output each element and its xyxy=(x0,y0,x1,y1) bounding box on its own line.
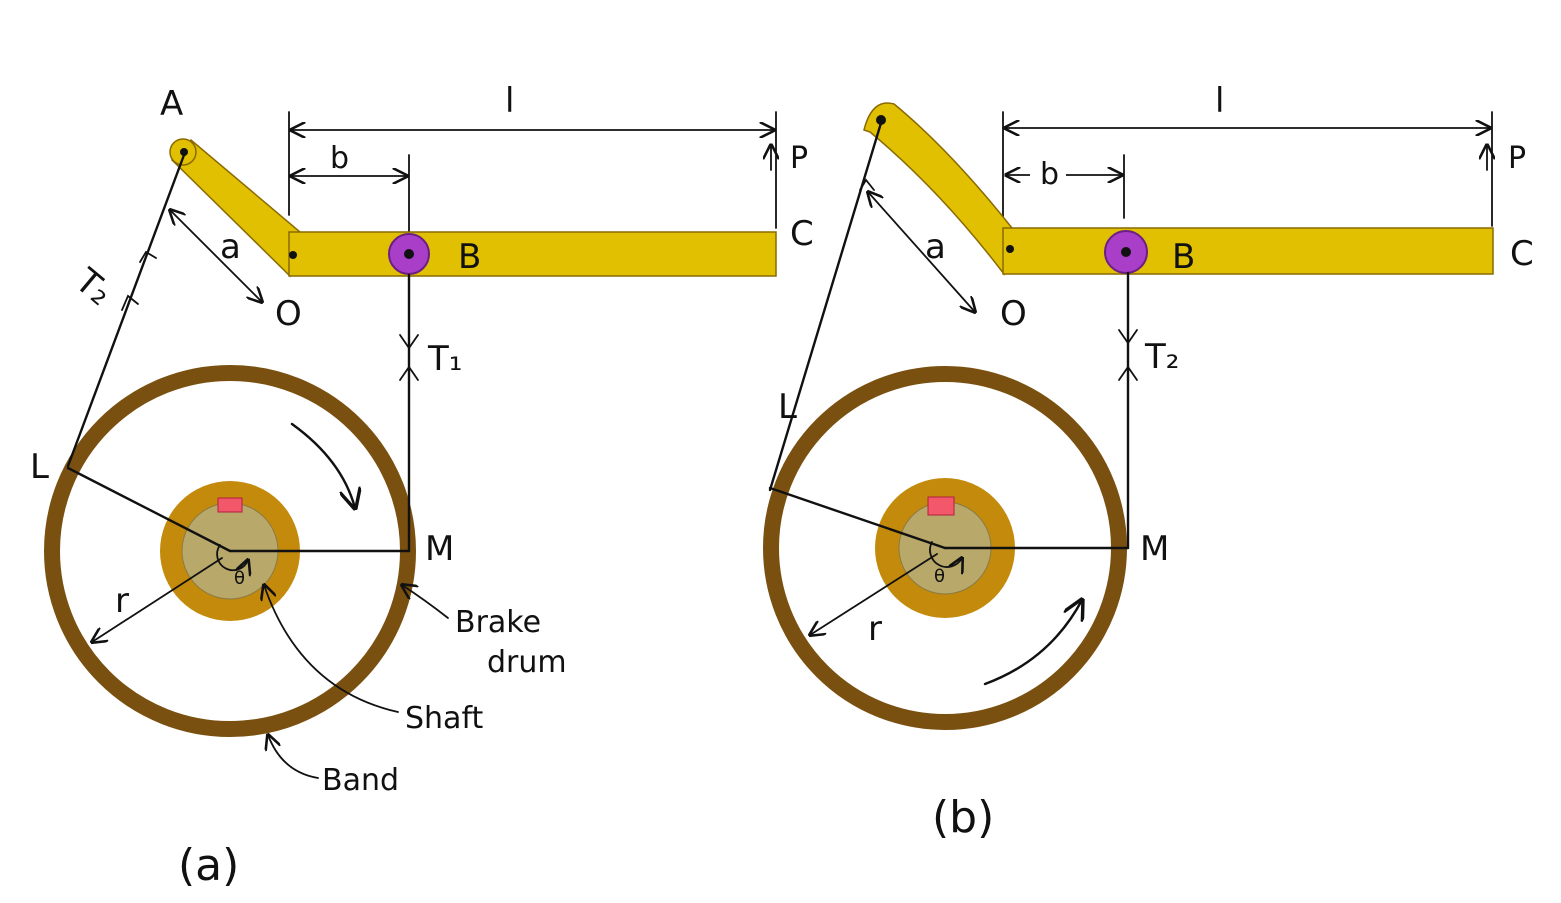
label-O-b: O xyxy=(1000,294,1027,334)
dimension-a-a: a xyxy=(170,210,262,302)
key-b xyxy=(927,496,955,516)
force-p-b: P xyxy=(1487,141,1526,176)
lever-arm-angled-b xyxy=(863,102,1013,276)
pin-a-point xyxy=(180,148,188,156)
label-a: a xyxy=(220,227,241,267)
arrow-icon-b xyxy=(983,600,1082,686)
callout-brake: Brake xyxy=(455,605,541,640)
lever-arm-straight xyxy=(288,231,777,277)
figure-b: l b a P O B C xyxy=(763,81,1534,843)
pivot-b-pin-b xyxy=(1121,247,1131,257)
callouts-a: Brake drum Shaft Band xyxy=(264,585,567,798)
label-l-b: l xyxy=(1215,81,1224,121)
label-r: r xyxy=(115,581,129,621)
callout-drum: drum xyxy=(487,645,567,680)
label-t2-b: T₂ xyxy=(1144,337,1179,377)
dimension-l-b: l xyxy=(1002,81,1493,227)
tension-left-b xyxy=(768,121,883,492)
tension-right-b: T₂ xyxy=(1118,271,1179,550)
label-t2: T₂ xyxy=(67,260,120,313)
label-L-b: L xyxy=(778,387,797,427)
dimension-b-a: b xyxy=(291,141,410,233)
dimension-b-b: b xyxy=(1006,154,1125,219)
label-C-b: C xyxy=(1510,234,1534,274)
label-theta: θ xyxy=(234,568,245,589)
label-p-b: P xyxy=(1508,141,1526,176)
brake-drum-a: θ r xyxy=(44,365,416,737)
dimension-l-a: l xyxy=(288,81,777,229)
caption-b: (b) xyxy=(932,792,994,843)
label-b-b: b xyxy=(1040,157,1059,192)
lever-a xyxy=(169,138,777,278)
label-B-b: B xyxy=(1172,237,1195,277)
label-t1: T₁ xyxy=(427,339,462,379)
label-b: b xyxy=(330,141,349,176)
pivot-icon xyxy=(289,251,297,259)
arrow-icon xyxy=(290,422,355,508)
label-theta-b: θ xyxy=(934,566,945,587)
tension-right-a: T₁ xyxy=(399,273,462,553)
caption-a: (a) xyxy=(178,840,239,891)
callout-shaft: Shaft xyxy=(405,701,483,736)
key xyxy=(217,497,243,513)
pivot-b-pin xyxy=(404,249,414,259)
label-C: C xyxy=(790,214,814,254)
dimension-a-b: a xyxy=(868,192,975,312)
label-a-b: a xyxy=(925,227,946,267)
lever-arm-straight-b xyxy=(1002,227,1494,275)
brake-drum-b: θ r xyxy=(763,366,1130,730)
label-A: A xyxy=(160,84,183,124)
pin-a-b xyxy=(876,115,886,125)
pivot-o-b xyxy=(1006,245,1014,253)
label-l: l xyxy=(505,81,514,121)
force-p-a: P xyxy=(771,141,808,176)
lever-b xyxy=(863,102,1494,276)
label-r-b: r xyxy=(868,609,882,649)
label-O: O xyxy=(275,294,302,334)
label-L: L xyxy=(30,447,49,487)
label-p: P xyxy=(790,141,808,176)
label-M: M xyxy=(425,529,454,569)
figure-a: l b a P A O B C xyxy=(30,81,814,891)
label-M-b: M xyxy=(1140,529,1169,569)
callout-band: Band xyxy=(322,763,399,798)
label-B: B xyxy=(458,237,481,277)
